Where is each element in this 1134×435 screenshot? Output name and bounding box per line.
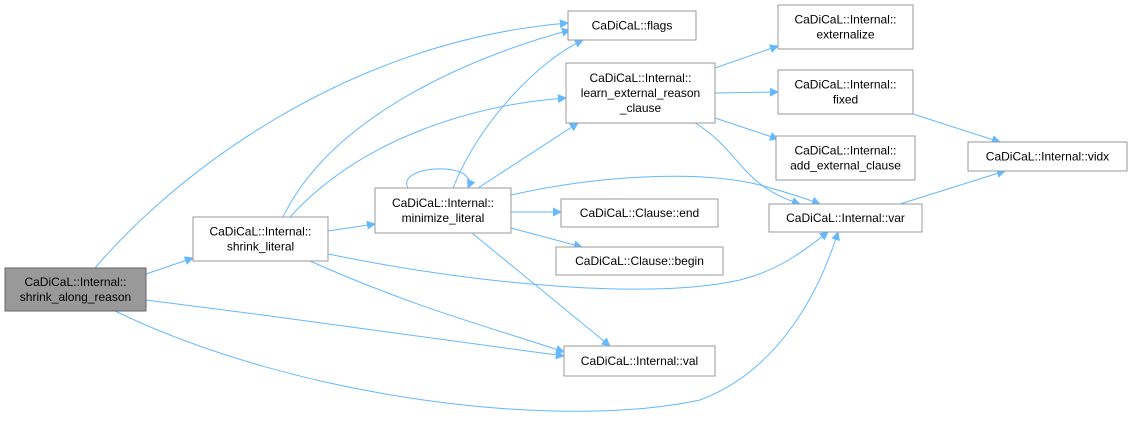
node-clause_end[interactable]: CaDiCaL::Clause::end bbox=[560, 198, 719, 228]
node-box bbox=[777, 69, 914, 115]
node-label-line: CaDiCaL::Internal:: bbox=[392, 196, 494, 210]
node-box bbox=[563, 345, 716, 377]
node-label-line: CaDiCaL::Internal:: bbox=[24, 275, 126, 289]
edge-shrink_literal-to-flags bbox=[282, 27, 571, 218]
node-vidx[interactable]: CaDiCaL::Internal::vidx bbox=[967, 141, 1128, 172]
node-label-line: minimize_literal bbox=[402, 211, 485, 225]
edge-minimize_literal-to-flags bbox=[452, 39, 584, 189]
node-box bbox=[768, 203, 923, 233]
edge-shrink_literal-to-var bbox=[327, 231, 829, 290]
edge-learn_external_reason_clause-to-add_external_clause bbox=[714, 117, 779, 141]
edge-shrink_literal-to-learn_external_reason_clause bbox=[289, 94, 567, 218]
node-var[interactable]: CaDiCaL::Internal::var bbox=[768, 203, 923, 233]
nodes-layer: CaDiCaL::Internal::shrink_along_reasonCa… bbox=[4, 4, 1128, 377]
node-label-line: CaDiCaL::Internal:: bbox=[794, 13, 896, 27]
node-label-line: add_external_clause bbox=[790, 159, 901, 173]
node-label-line: _clause bbox=[619, 101, 662, 115]
edge-shrink_along_reason-to-flags bbox=[94, 19, 569, 269]
node-label-line: shrink_along_reason bbox=[20, 290, 131, 304]
node-label-line: externalize bbox=[816, 28, 874, 42]
node-clause_begin[interactable]: CaDiCaL::Clause::begin bbox=[555, 246, 724, 276]
node-label-line: CaDiCaL::Clause::begin bbox=[575, 254, 704, 268]
edge-shrink_literal-to-val bbox=[309, 260, 565, 354]
edges-layer bbox=[94, 19, 1006, 412]
edge-shrink_along_reason-to-var bbox=[114, 231, 840, 412]
node-learn_external_reason_clause[interactable]: CaDiCaL::Internal::learn_external_reason… bbox=[565, 62, 716, 124]
node-label-line: CaDiCaL::flags bbox=[592, 19, 673, 33]
node-label-line: CaDiCaL::Internal::var bbox=[786, 211, 905, 225]
edge-learn_external_reason_clause-to-externalize bbox=[714, 44, 779, 69]
node-box bbox=[374, 187, 512, 234]
node-box bbox=[967, 141, 1128, 172]
node-box bbox=[777, 4, 914, 50]
edge-minimize_literal-to-clause_begin bbox=[510, 227, 583, 250]
edge-fixed-to-vidx bbox=[912, 113, 1001, 144]
node-fixed[interactable]: CaDiCaL::Internal::fixed bbox=[777, 69, 914, 115]
node-box bbox=[4, 267, 147, 312]
node-add_external_clause[interactable]: CaDiCaL::Internal::add_external_clause bbox=[775, 135, 916, 181]
edge-shrink_literal-to-minimize_literal bbox=[327, 220, 376, 232]
node-label-line: CaDiCaL::Internal::val bbox=[581, 354, 698, 368]
node-label-line: shrink_literal bbox=[227, 240, 294, 254]
node-box bbox=[567, 10, 697, 41]
node-box bbox=[565, 62, 716, 124]
edge-learn_external_reason_clause-to-var bbox=[694, 122, 801, 206]
edge-var-to-vidx bbox=[899, 169, 1006, 205]
node-label-line: learn_external_reason bbox=[581, 86, 700, 100]
edge-shrink_along_reason-to-val bbox=[145, 299, 565, 360]
node-label-line: CaDiCaL::Internal:: bbox=[794, 144, 896, 158]
node-label-line: CaDiCaL::Internal:: bbox=[209, 225, 311, 239]
edge-learn_external_reason_clause-to-fixed bbox=[714, 87, 779, 97]
node-externalize[interactable]: CaDiCaL::Internal::externalize bbox=[777, 4, 914, 50]
node-label-line: CaDiCaL::Clause::end bbox=[580, 206, 699, 220]
node-flags[interactable]: CaDiCaL::flags bbox=[567, 10, 697, 41]
node-shrink_along_reason[interactable]: CaDiCaL::Internal::shrink_along_reason bbox=[4, 267, 147, 312]
node-shrink_literal[interactable]: CaDiCaL::Internal::shrink_literal bbox=[192, 216, 329, 262]
node-label-line: CaDiCaL::Internal:: bbox=[589, 71, 691, 85]
node-box bbox=[192, 216, 329, 262]
edge-minimize_literal-to-var bbox=[510, 175, 821, 206]
edge-minimize_literal-to-val bbox=[471, 232, 611, 347]
node-label-line: CaDiCaL::Internal:: bbox=[794, 78, 896, 92]
node-minimize_literal[interactable]: CaDiCaL::Internal::minimize_literal bbox=[374, 187, 512, 234]
node-label-line: fixed bbox=[833, 93, 858, 107]
edge-minimize_literal-to-minimize_literal bbox=[406, 168, 476, 189]
node-val[interactable]: CaDiCaL::Internal::val bbox=[563, 345, 716, 377]
node-box bbox=[775, 135, 916, 181]
node-box bbox=[555, 246, 724, 276]
edge-shrink_along_reason-to-shrink_literal bbox=[145, 256, 194, 275]
node-label-line: CaDiCaL::Internal::vidx bbox=[986, 150, 1109, 164]
edge-minimize_literal-to-learn_external_reason_clause bbox=[477, 122, 579, 189]
node-box bbox=[560, 198, 719, 228]
